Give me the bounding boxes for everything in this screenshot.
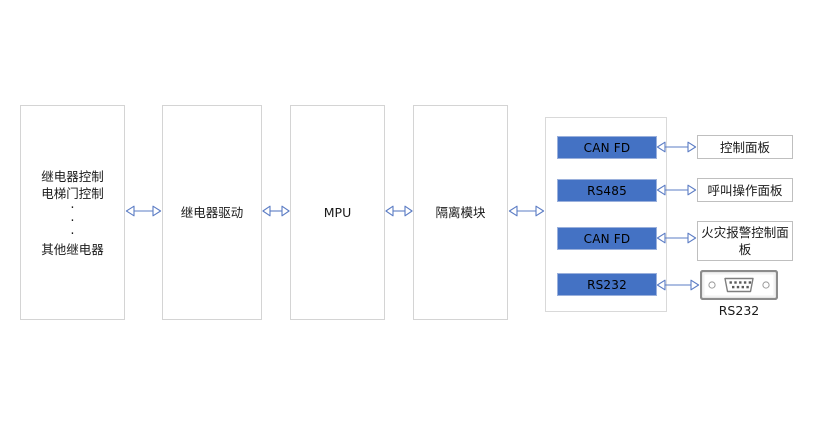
block-relay-control[interactable]: 继电器控制 电梯门控制 · · · 其他继电器 — [20, 105, 125, 320]
relay-control-ellipsis-3: · — [70, 226, 75, 242]
block-mpu[interactable]: MPU — [290, 105, 385, 320]
relay-control-line-1: 继电器控制 — [41, 168, 104, 184]
db9-serial-connector-icon — [699, 269, 779, 304]
block-mpu-text: MPU — [291, 204, 384, 221]
arrow-relay-driver-to-mpu — [262, 204, 290, 218]
mpu-label: MPU — [323, 205, 352, 220]
arrow-isolation-module-to-interface-panel — [508, 204, 545, 218]
relay-control-ellipsis-1: · — [70, 200, 75, 216]
relay-control-ellipsis-2: · — [70, 213, 75, 229]
peripheral-control-panel[interactable]: 控制面板 — [697, 135, 793, 159]
block-relay-driver-text: 继电器驱动 — [163, 204, 261, 221]
db9-connector-label: RS232 — [718, 303, 760, 318]
relay-control-line-6: 其他继电器 — [41, 241, 104, 257]
interface-bar-can-fd-2-label: CAN FD — [583, 231, 631, 246]
block-isolation-text: 隔离模块 — [414, 204, 507, 221]
arrow-mpu-to-isolation-module — [385, 204, 413, 218]
arrow-relay-control-to-relay-driver — [125, 204, 162, 218]
relay-driver-label: 继电器驱动 — [180, 205, 244, 220]
interface-bar-rs232-label: RS232 — [587, 277, 627, 292]
interface-bar-rs485[interactable]: RS485 — [557, 179, 657, 202]
interface-bar-can-fd-1[interactable]: CAN FD — [557, 136, 657, 159]
peripheral-call-operation-panel[interactable]: 呼叫操作面板 — [697, 178, 793, 202]
interface-panel: CAN FD RS485 CAN FD RS232 — [545, 117, 667, 312]
interface-bar-rs485-label: RS485 — [587, 183, 627, 198]
block-relay-control-text: 继电器控制 电梯门控制 · · · 其他继电器 — [21, 168, 124, 258]
interface-bar-can-fd-2[interactable]: CAN FD — [557, 227, 657, 250]
interface-bar-can-fd-1-label: CAN FD — [583, 140, 631, 155]
peripheral-fire-alarm-control-panel-label: 火灾报警控制面板 — [701, 225, 789, 257]
block-isolation-module[interactable]: 隔离模块 — [413, 105, 508, 320]
block-relay-driver[interactable]: 继电器驱动 — [162, 105, 262, 320]
interface-bar-rs232[interactable]: RS232 — [557, 273, 657, 296]
relay-control-line-2: 电梯门控制 — [41, 185, 104, 201]
isolation-module-label: 隔离模块 — [435, 205, 486, 220]
peripheral-call-operation-panel-label: 呼叫操作面板 — [707, 182, 783, 198]
peripheral-control-panel-label: 控制面板 — [719, 139, 770, 155]
peripheral-fire-alarm-control-panel[interactable]: 火灾报警控制面板 — [697, 221, 793, 261]
